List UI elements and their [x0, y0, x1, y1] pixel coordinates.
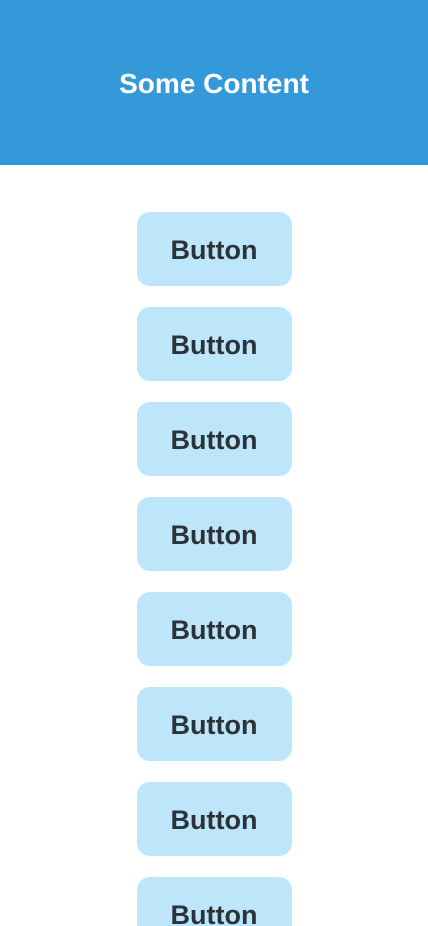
button-label: Button: [170, 520, 258, 550]
button-4[interactable]: Button: [136, 497, 292, 571]
header-banner: Some Content: [0, 0, 428, 165]
button-label: Button: [170, 425, 258, 455]
button-2[interactable]: Button: [136, 307, 292, 381]
header-title: Some Content: [119, 67, 309, 99]
button-label: Button: [170, 615, 258, 645]
button-list: Button Button Button Button Button Butto…: [0, 212, 428, 926]
button-1[interactable]: Button: [136, 212, 292, 286]
button-label: Button: [170, 710, 258, 740]
button-label: Button: [170, 805, 258, 835]
button-label: Button: [170, 235, 258, 265]
scroll-content[interactable]: Button Button Button Button Button Butto…: [0, 165, 428, 926]
button-7[interactable]: Button: [136, 782, 292, 856]
button-6[interactable]: Button: [136, 687, 292, 761]
button-label: Button: [170, 330, 258, 360]
button-3[interactable]: Button: [136, 402, 292, 476]
button-5[interactable]: Button: [136, 592, 292, 666]
button-8[interactable]: Button: [136, 877, 292, 926]
button-label: Button: [170, 900, 258, 926]
